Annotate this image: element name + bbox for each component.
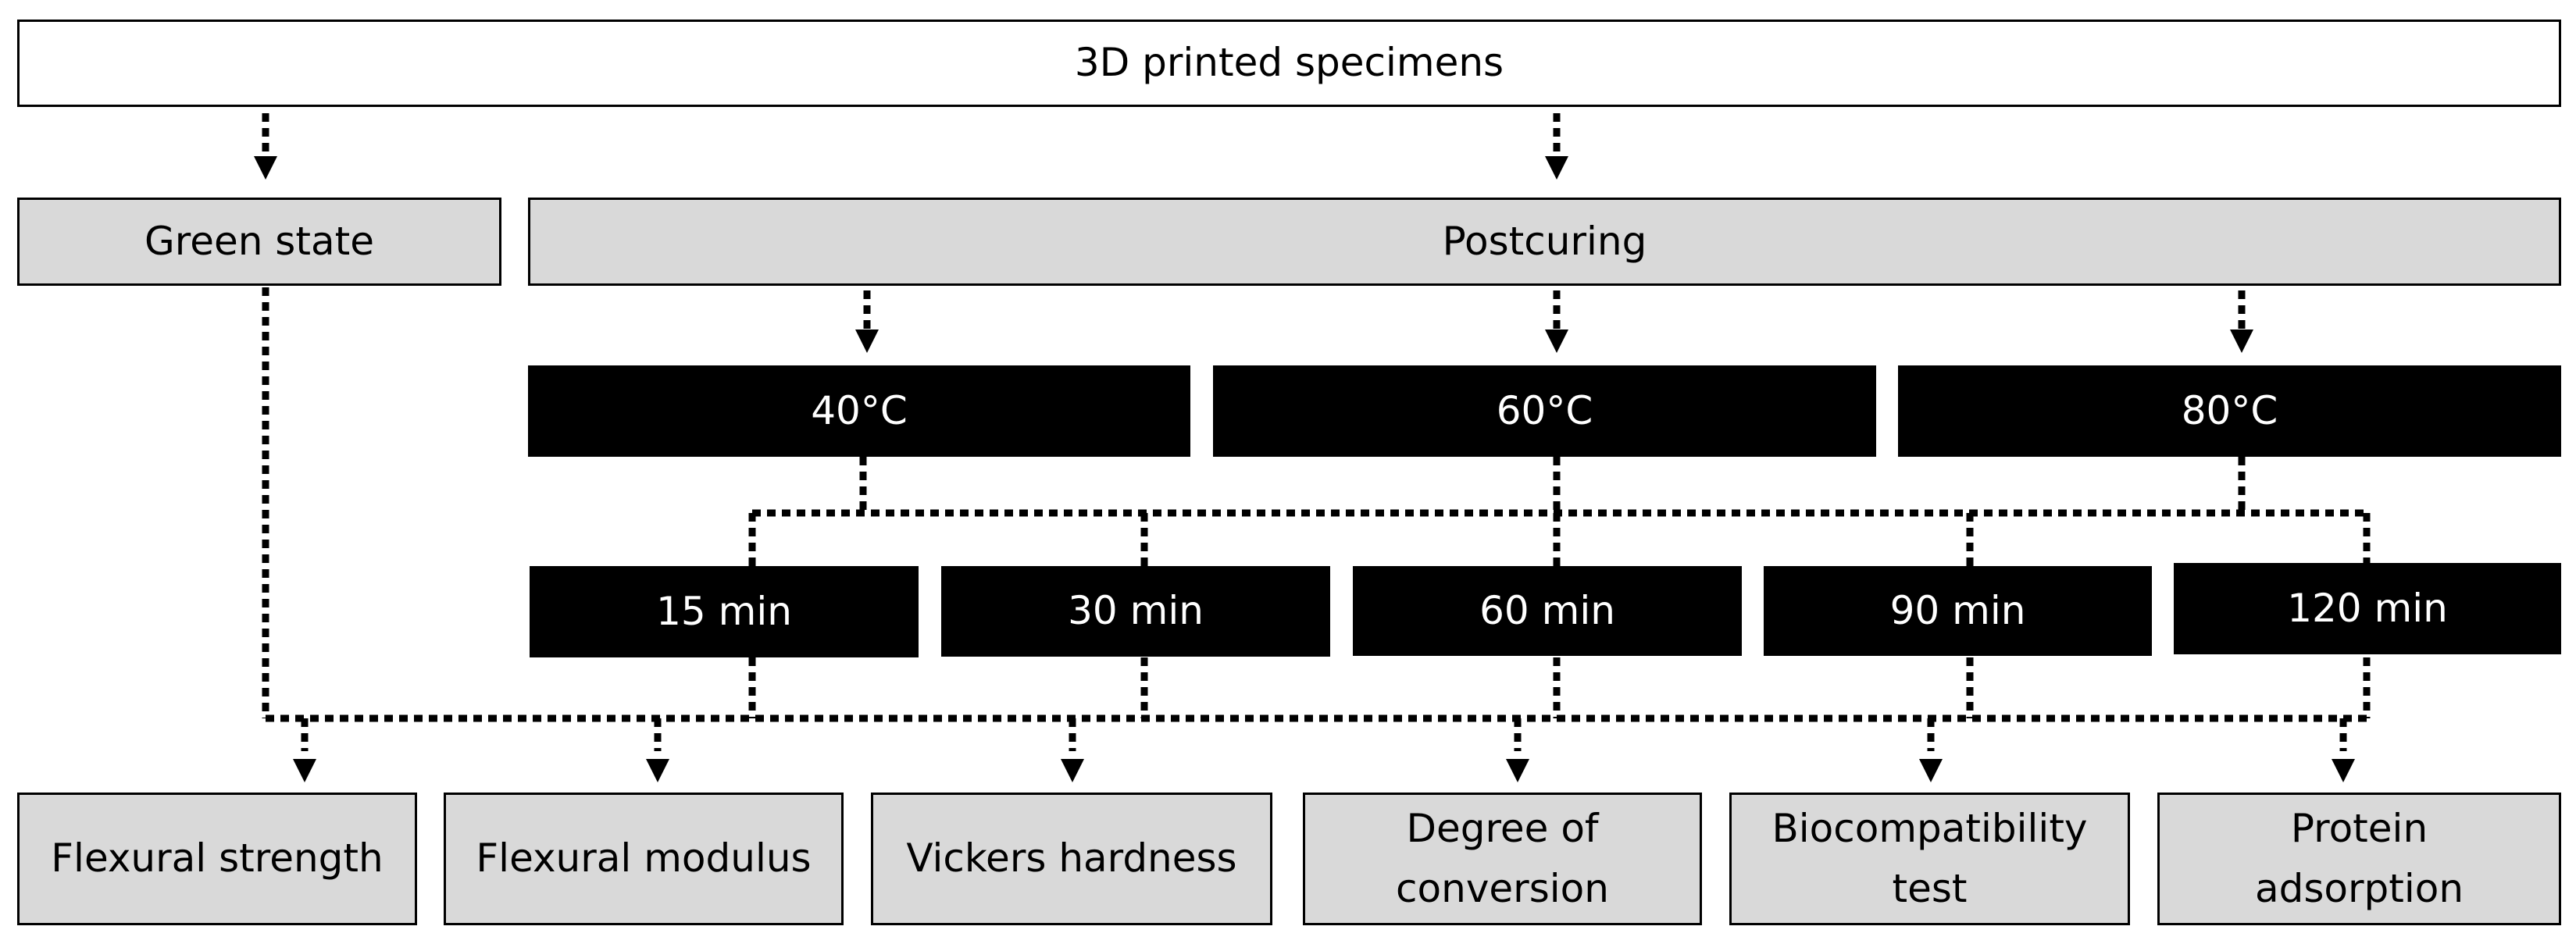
node-protein-adsorption: Protein adsorption — [2157, 793, 2561, 925]
arrowhead-vickers — [1061, 759, 1084, 782]
node-duration-15: 15 min — [530, 566, 919, 657]
node-3d-printed-specimens: 3D printed specimens — [17, 20, 2561, 107]
node-green-state: Green state — [17, 198, 501, 286]
node-temp-40: 40°C — [528, 365, 1190, 457]
arrowhead-protein — [2332, 759, 2355, 782]
arrowhead-green — [254, 156, 277, 180]
node-postcuring: Postcuring — [528, 198, 2561, 286]
arrowhead-60 — [1545, 330, 1568, 353]
node-duration-90: 90 min — [1764, 566, 2152, 656]
node-vickers-hardness: Vickers hardness — [871, 793, 1272, 925]
arrowhead-postcuring — [1545, 156, 1568, 180]
node-duration-30: 30 min — [941, 566, 1330, 657]
node-biocompatibility-test: Biocompatibility test — [1729, 793, 2130, 925]
node-duration-60: 60 min — [1353, 566, 1742, 656]
node-flexural-strength: Flexural strength — [17, 793, 417, 925]
arrowhead-degree-conversion — [1506, 759, 1529, 782]
node-duration-120: 120 min — [2174, 563, 2561, 654]
arrowhead-biocompat — [1919, 759, 1943, 782]
node-temp-60: 60°C — [1213, 365, 1876, 457]
arrowhead-flexural-strength — [293, 759, 316, 782]
arrowhead-flexural-modulus — [646, 759, 669, 782]
node-degree-of-conversion: Degree of conversion — [1303, 793, 1702, 925]
node-temp-80: 80°C — [1898, 365, 2561, 457]
arrowhead-80 — [2230, 330, 2253, 353]
arrowhead-40 — [855, 330, 879, 353]
node-flexural-modulus: Flexural modulus — [444, 793, 844, 925]
